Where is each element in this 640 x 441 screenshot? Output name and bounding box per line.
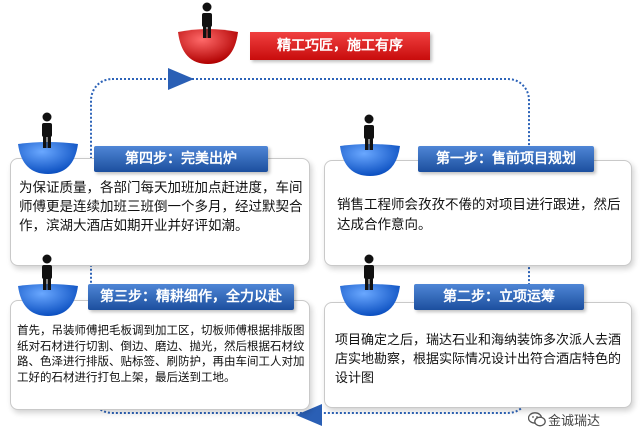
blue-bowl-icon [340,144,400,176]
step1-body: 销售工程师会孜孜不倦的对项目进行跟进，然后达成合作意向。 [337,197,621,233]
wechat-icon [528,412,546,427]
watermark-text: 金诚瑞达 [548,414,601,429]
person-icon [364,254,374,290]
step2-card: 项目确定之后，瑞达石业和海纳装饰多次派人去酒店实地勘察，根据实际情况设计出符合酒… [324,302,632,408]
step3-card: 首先，吊装师傅把毛板调到加工区，切板师傅根据排版图纸对石材进行切割、倒边、磨边、… [10,300,310,410]
red-bowl-icon [178,29,238,64]
blue-bowl-icon [340,284,400,316]
arrow-down-icon [512,74,528,88]
step2-body: 项目确定之后，瑞达石业和海纳装饰多次派人去酒店实地勘察，根据实际情况设计出符合酒… [335,333,622,386]
blue-bowl-icon [18,142,78,174]
person-icon [42,254,52,290]
arrow-left-icon [296,404,322,426]
person-icon [202,2,212,38]
step4-card: 为保证质量，各部门每天加班加点赶进度，车间师傅更是连续加班三班倒一个多月，经过默… [10,158,310,266]
step3-label: 第三步：精耕细作，全力以赴 [88,284,294,310]
blue-bowl-icon [18,284,78,316]
step2-label: 第二步：立项运筹 [414,284,584,310]
arrow-right-icon [168,68,194,90]
step1-card: 销售工程师会孜孜不倦的对项目进行跟进，然后达成合作意向。 [324,160,632,266]
person-icon [42,112,52,148]
step1-label: 第一步：售前项目规划 [418,146,594,172]
step4-label: 第四步：完美出炉 [94,146,268,172]
person-icon [364,114,374,150]
step4-body: 为保证质量，各部门每天加班加点赶进度，车间师傅更是连续加班三班倒一个多月，经过默… [19,180,303,234]
step3-body: 首先，吊装师傅把毛板调到加工区，切板师傅根据排版图纸对石材进行切割、倒边、磨边、… [17,323,305,384]
top-title: 精工巧匠，施工有序 [250,32,430,60]
